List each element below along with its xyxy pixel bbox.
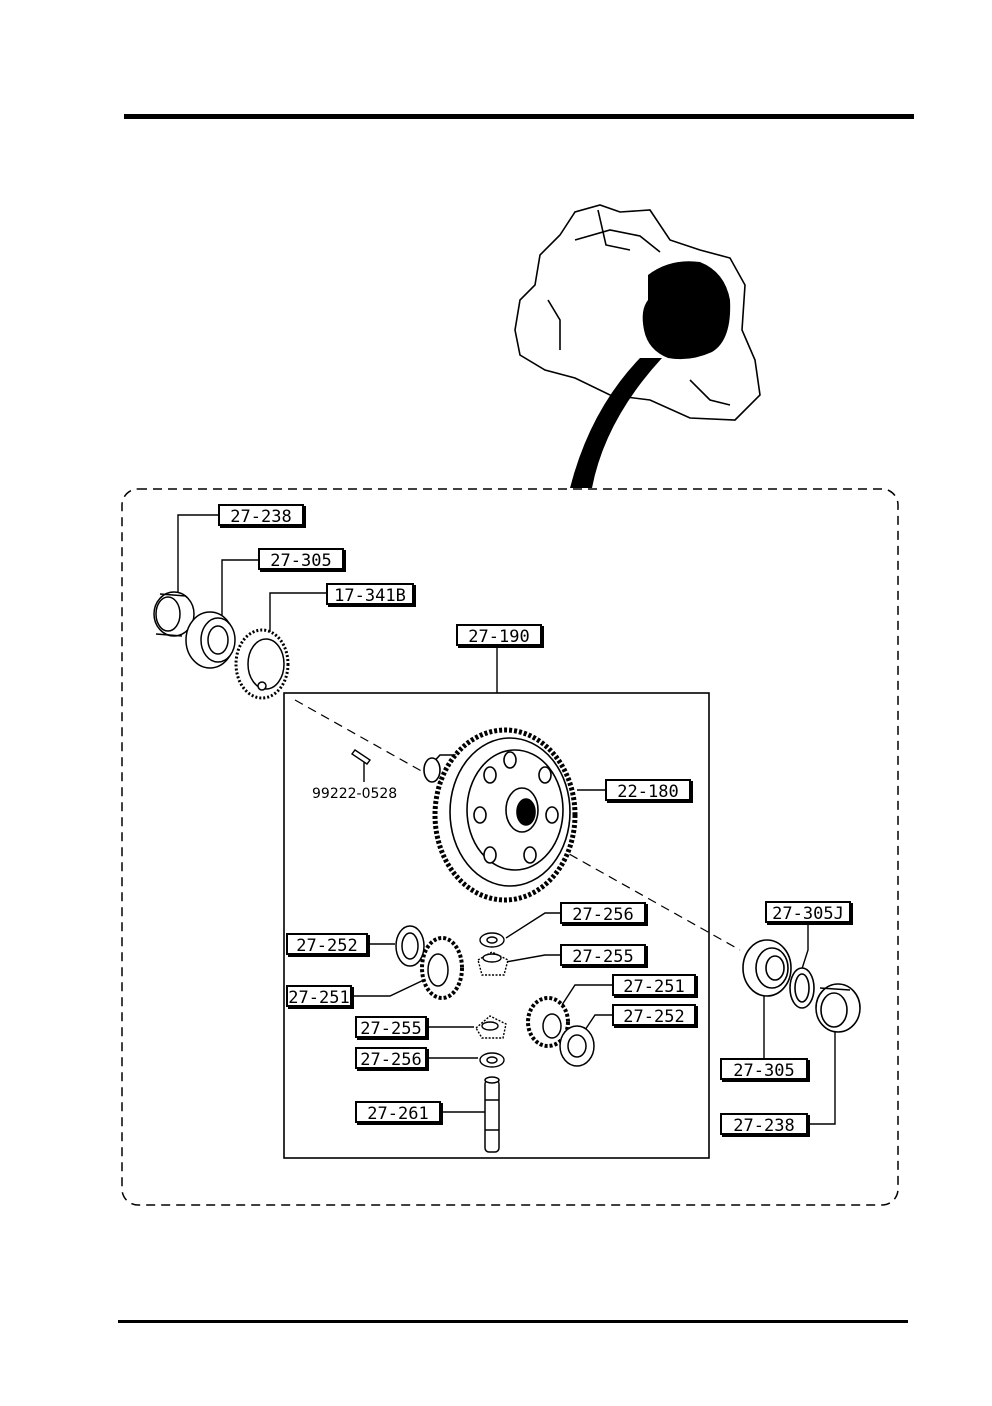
footer-rule: [118, 1320, 908, 1323]
label-27-251-right[interactable]: 27-251: [612, 974, 696, 997]
label-27-190[interactable]: 27-190: [456, 624, 542, 647]
label-27-252-right[interactable]: 27-252: [612, 1004, 696, 1027]
label-27-256-lower[interactable]: 27-256: [355, 1047, 427, 1070]
label-17-341b[interactable]: 17-341B: [326, 583, 414, 606]
bearing-right[interactable]: [742, 939, 792, 997]
label-27-305-top-left[interactable]: 27-305: [258, 548, 344, 571]
label-99222-0528[interactable]: 99222-0528: [312, 786, 398, 802]
washer-pinion-lower[interactable]: [479, 1052, 505, 1068]
label-27-255-upper[interactable]: 27-255: [560, 944, 646, 967]
shim-right[interactable]: [789, 967, 815, 1009]
callout-pointer: [570, 358, 662, 488]
assembly-boundary: [121, 488, 899, 1206]
label-27-238-top-left[interactable]: 27-238: [218, 504, 304, 527]
label-27-305-right[interactable]: 27-305: [720, 1058, 808, 1081]
side-gear-right[interactable]: [526, 996, 570, 1048]
label-27-255-lower[interactable]: 27-255: [355, 1016, 427, 1039]
bearing-cup-top-left[interactable]: [153, 591, 195, 637]
ring-gear[interactable]: [423, 727, 578, 903]
label-27-256-upper[interactable]: 27-256: [560, 902, 646, 925]
leader-lines: [177, 514, 836, 1125]
bearing-top-left[interactable]: [185, 611, 236, 669]
label-27-252-left[interactable]: 27-252: [286, 933, 368, 956]
thrust-washer-right[interactable]: [559, 1025, 595, 1067]
label-27-305j[interactable]: 27-305J: [765, 901, 851, 924]
transaxle-illustration: [514, 204, 761, 421]
pinion-gear-lower[interactable]: [475, 1015, 507, 1039]
label-27-238-right[interactable]: 27-238: [720, 1113, 808, 1136]
label-22-180[interactable]: 22-180: [605, 779, 691, 802]
bearing-cup-right[interactable]: [815, 983, 861, 1033]
pinion-gear-upper[interactable]: [477, 951, 509, 976]
pinion-shaft[interactable]: [484, 1076, 500, 1153]
washer-pinion-upper[interactable]: [479, 932, 505, 948]
speedometer-gear[interactable]: [234, 628, 290, 700]
transaxle-highlight: [642, 261, 731, 360]
side-gear-left[interactable]: [420, 936, 464, 1000]
label-27-261[interactable]: 27-261: [355, 1101, 441, 1124]
label-27-251-left[interactable]: 27-251: [286, 985, 352, 1008]
thrust-washer-left[interactable]: [395, 925, 425, 967]
header-rule: [124, 114, 914, 119]
pin-99222[interactable]: [350, 749, 372, 765]
